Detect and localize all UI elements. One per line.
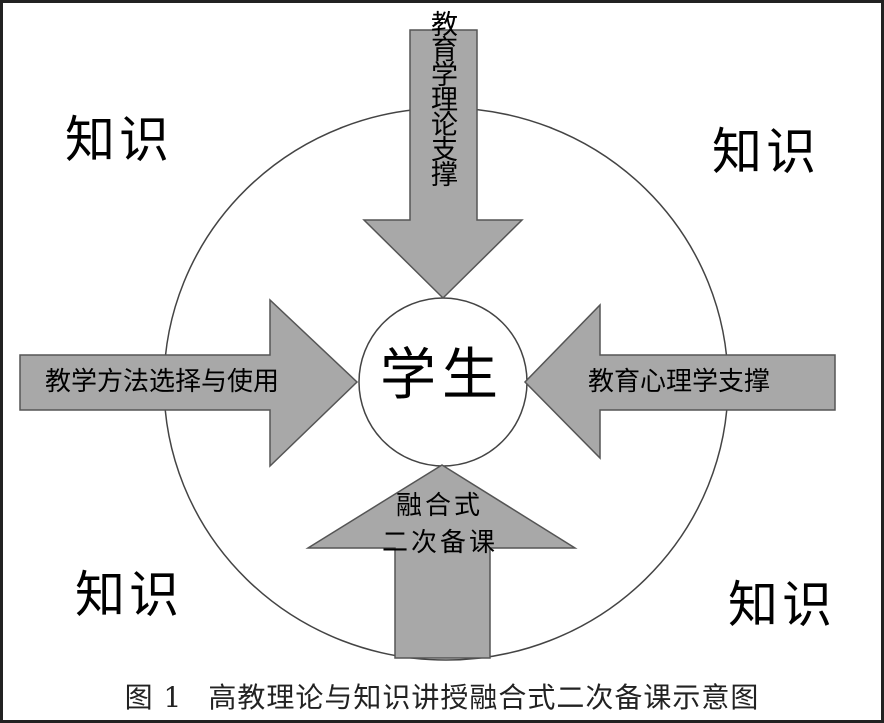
top-arrow xyxy=(362,29,524,300)
corner-label-bottom-right: 知识 xyxy=(728,576,836,634)
corner-label-top-left: 知识 xyxy=(65,111,173,169)
corner-label-top-right: 知识 xyxy=(712,123,820,181)
bottom-arrow-label-line2: 二次备课 xyxy=(382,528,499,558)
figure-number: 图 1 xyxy=(124,681,183,714)
left-arrow-label: 教学方法选择与使用 xyxy=(45,367,280,397)
figure-caption: 图 1 高教理论与知识讲授融合式二次备课示意图 xyxy=(0,676,884,716)
right-arrow-label: 教育心理学支撑 xyxy=(588,367,771,397)
top-arrow-label: 教育学理论支撑 xyxy=(426,10,457,185)
corner-label-bottom-left: 知识 xyxy=(75,566,183,624)
bottom-arrow-label-line1: 融合式 xyxy=(396,491,484,521)
figure-caption-text: 高教理论与知识讲授融合式二次备课示意图 xyxy=(208,681,760,714)
left-arrow xyxy=(19,298,359,468)
bottom-arrow xyxy=(305,464,578,659)
center-label-student: 学生 xyxy=(380,343,504,408)
right-arrow xyxy=(523,303,836,460)
